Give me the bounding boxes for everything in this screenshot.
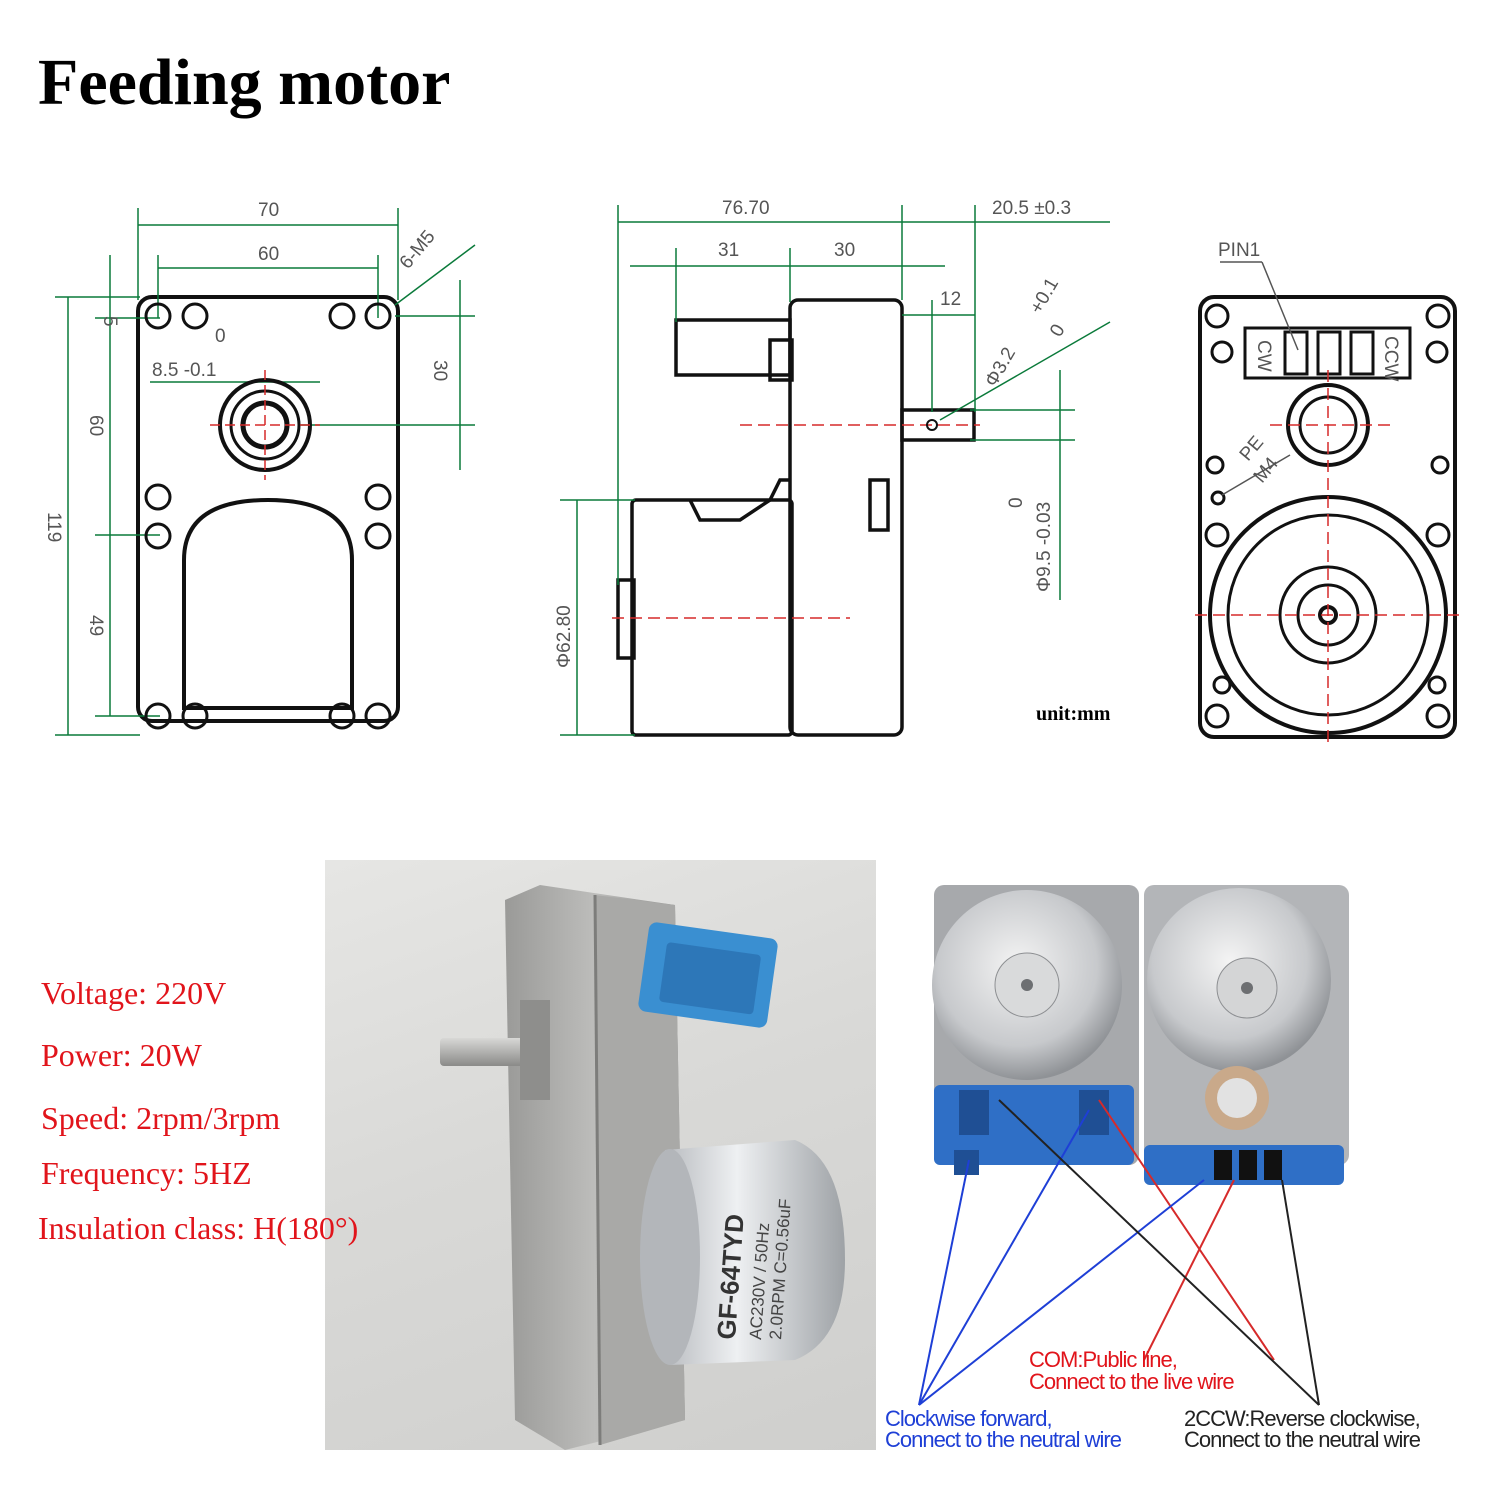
- dim-shaft-12: 12: [940, 289, 961, 310]
- dim-shaft-tol-zero: 0: [1046, 321, 1069, 341]
- dim-right-30: 30: [429, 360, 450, 381]
- technical-drawings: 70 60 6-M5 5 0 8.5 -0.1 119 60 49 30: [43, 198, 1460, 745]
- ccw-label-1: 2CCW:Reverse clockwise,: [1184, 1406, 1421, 1431]
- dim-shaft-tol-plus: +0.1: [1026, 275, 1063, 318]
- cw-label-1: Clockwise forward,: [885, 1406, 1053, 1431]
- dim-width-holes: 60: [258, 244, 279, 265]
- rear-view: PIN1 CW CCW PE M4: [1195, 240, 1460, 745]
- spec-voltage: Voltage: 220V: [41, 975, 227, 1011]
- spec-speed: Speed: 2rpm/3rpm: [41, 1100, 281, 1136]
- dim-upper-60: 60: [85, 415, 106, 436]
- dim-shaft-dia-zero: 0: [1006, 497, 1027, 508]
- com-label-1: COM:Public line,: [1029, 1347, 1178, 1372]
- dim-shaft-zero: 0: [215, 326, 226, 347]
- spec-power: Power: 20W: [41, 1037, 202, 1073]
- wiring-photo-art: [918, 885, 1349, 1406]
- dim-seg-30: 30: [834, 240, 855, 261]
- dim-threads: 6-M5: [396, 227, 440, 274]
- dim-shaft-dia: Φ9.5 -0.03: [1034, 502, 1055, 592]
- motor-photo: GF-64TYD AC230V / 50Hz 2.0RPM C=0.56uF: [325, 860, 876, 1450]
- spec-frequency: Frequency: 5HZ: [41, 1155, 252, 1191]
- front-view: 70 60 6-M5 5 0 8.5 -0.1 119 60 49 30: [43, 200, 476, 736]
- dim-top-offset: 5: [99, 316, 120, 327]
- rear-pin-label: PIN1: [1218, 240, 1260, 261]
- dim-shaft-tol: 8.5 -0.1: [152, 360, 216, 381]
- dim-height-total: 119: [43, 512, 64, 542]
- ccw-label-2: Connect to the neutral wire: [1184, 1427, 1421, 1451]
- wiring-photo: COM:Public line, Connect to the live wir…: [879, 860, 1461, 1450]
- dim-seg-31: 31: [718, 240, 739, 261]
- spec-insulation: Insulation class: H(180°): [38, 1210, 359, 1246]
- cw-label-2: Connect to the neutral wire: [885, 1427, 1122, 1451]
- dim-key-dia: Φ3.2: [981, 344, 1020, 391]
- side-view: 76.70 31 30 20.5 ±0.3 12 +0.1 0 Φ3.2 Φ9.…: [554, 198, 1111, 737]
- dim-shaft-len: 20.5 ±0.3: [992, 198, 1071, 219]
- page-title: Feeding motor: [38, 46, 451, 119]
- dim-lower-49: 49: [85, 615, 106, 636]
- dim-width-total: 70: [258, 200, 279, 221]
- com-label-2: Connect to the live wire: [1029, 1369, 1235, 1394]
- unit-label: unit:mm: [1036, 703, 1111, 725]
- dim-motor-dia: Φ62.80: [554, 605, 575, 668]
- rear-ccw-label: CCW: [1380, 336, 1401, 381]
- dim-length: 76.70: [722, 198, 770, 219]
- motor-photo-art: GF-64TYD AC230V / 50Hz 2.0RPM C=0.56uF: [440, 885, 845, 1450]
- rear-cw-label: CW: [1253, 340, 1274, 372]
